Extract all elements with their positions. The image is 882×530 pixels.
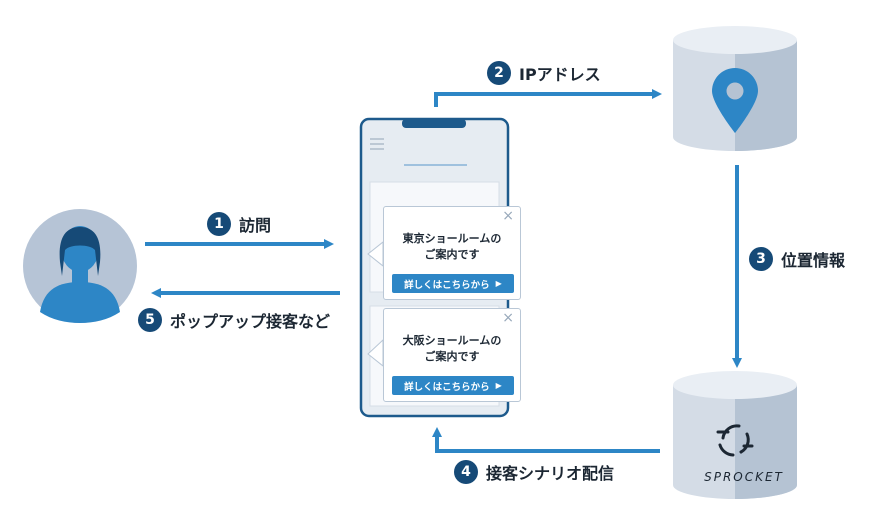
arrow-ip-address — [434, 89, 662, 107]
play-icon: ▶ — [495, 381, 502, 390]
user-avatar — [23, 209, 137, 323]
popup-details-button[interactable]: 詳しくはこちらから ▶ — [392, 274, 514, 293]
step-number: 5 — [138, 308, 162, 332]
step-number: 4 — [454, 460, 478, 484]
sprocket-logo-icon — [716, 424, 754, 457]
person-icon — [40, 226, 120, 323]
popup-osaka: × 大阪ショールームの ご案内です 詳しくはこちらから ▶ — [383, 308, 521, 402]
close-icon[interactable]: × — [502, 310, 514, 326]
popup-button-label: 詳しくはこちらから — [404, 279, 490, 291]
popup-line2: ご案内です — [424, 350, 480, 363]
popup-line1: 大阪ショールームの — [402, 334, 502, 347]
popup-details-button[interactable]: 詳しくはこちらから ▶ — [392, 376, 514, 395]
popup-button-label: 詳しくはこちらから — [404, 381, 490, 393]
step-label: 訪問 — [239, 216, 272, 235]
step-number: 3 — [749, 247, 773, 271]
step-number: 2 — [487, 61, 511, 85]
play-icon: ▶ — [495, 279, 502, 288]
hamburger-icon — [370, 138, 384, 150]
map-pin-icon — [712, 68, 758, 133]
close-icon[interactable]: × — [502, 208, 514, 224]
popup-line1: 東京ショールームの — [402, 232, 502, 245]
step-number: 1 — [207, 212, 231, 236]
popup-line2: ご案内です — [424, 248, 480, 261]
step-label: IPアドレス — [519, 65, 601, 84]
step-3: 3 位置情報 — [749, 245, 845, 273]
location-database — [673, 26, 797, 151]
sprocket-database — [673, 371, 797, 499]
popup-tokyo: × 東京ショールームの ご案内です 詳しくはこちらから ▶ — [383, 206, 521, 300]
step-label: 接客シナリオ配信 — [486, 464, 615, 483]
step-5: 5 ポップアップ接客など — [138, 306, 330, 334]
step-2: 2 IPアドレス — [487, 59, 601, 87]
step-label: 位置情報 — [781, 251, 846, 270]
sprocket-wordmark: SPROCKET — [704, 470, 784, 484]
arrow-scenario — [432, 427, 660, 453]
step-1: 1 訪問 — [207, 210, 271, 238]
step-label: ポップアップ接客など — [170, 312, 331, 331]
step-4: 4 接客シナリオ配信 — [454, 458, 614, 486]
